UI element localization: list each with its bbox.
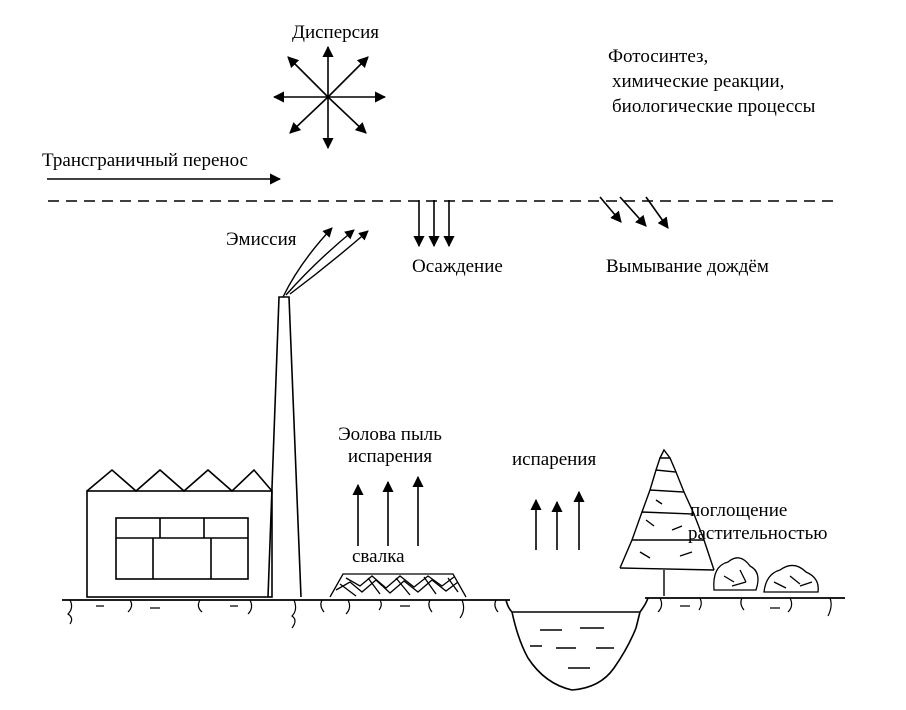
label-transboundary-transport: Трансграничный перенос — [42, 150, 248, 171]
grass-tufts-icon — [67, 597, 832, 629]
label-landfill: свалка — [352, 546, 405, 567]
label-dispersion: Дисперсия — [292, 22, 380, 43]
emission-arrows-icon — [282, 227, 369, 298]
rain-washout-arrows-icon — [599, 196, 669, 229]
label-dust-line2: испарения — [347, 446, 433, 467]
bush-icon — [763, 564, 819, 593]
label-water-evaporation: испарения — [512, 449, 597, 470]
label-dust-line1: Эолова пыль — [338, 424, 442, 445]
label-rain-washout: Вымывание дождём — [606, 256, 769, 277]
landfill-evaporation-arrows-icon — [352, 475, 424, 546]
chimney-icon — [267, 296, 302, 598]
label-processes-line3: биологические процессы — [612, 96, 816, 117]
shrub-icon — [713, 557, 759, 591]
label-vegetation-line2: растительностью — [688, 523, 828, 544]
factory-building-icon — [86, 468, 273, 598]
ground-line — [62, 597, 845, 601]
conifer-tree-icon — [619, 448, 715, 596]
label-processes-line1: Фотосинтез, — [608, 46, 709, 67]
label-deposition: Осаждение — [412, 256, 503, 277]
label-emission: Эмиссия — [226, 229, 297, 250]
label-vegetation-line1: поглощение — [690, 500, 788, 521]
label-processes-line2: химические реакции, — [612, 71, 785, 92]
landfill-heap-icon — [329, 573, 467, 598]
water-evaporation-arrows-icon — [530, 490, 585, 550]
pond-icon — [505, 597, 649, 691]
deposition-arrows-icon — [413, 200, 455, 248]
dispersion-arrows-icon — [272, 45, 387, 150]
